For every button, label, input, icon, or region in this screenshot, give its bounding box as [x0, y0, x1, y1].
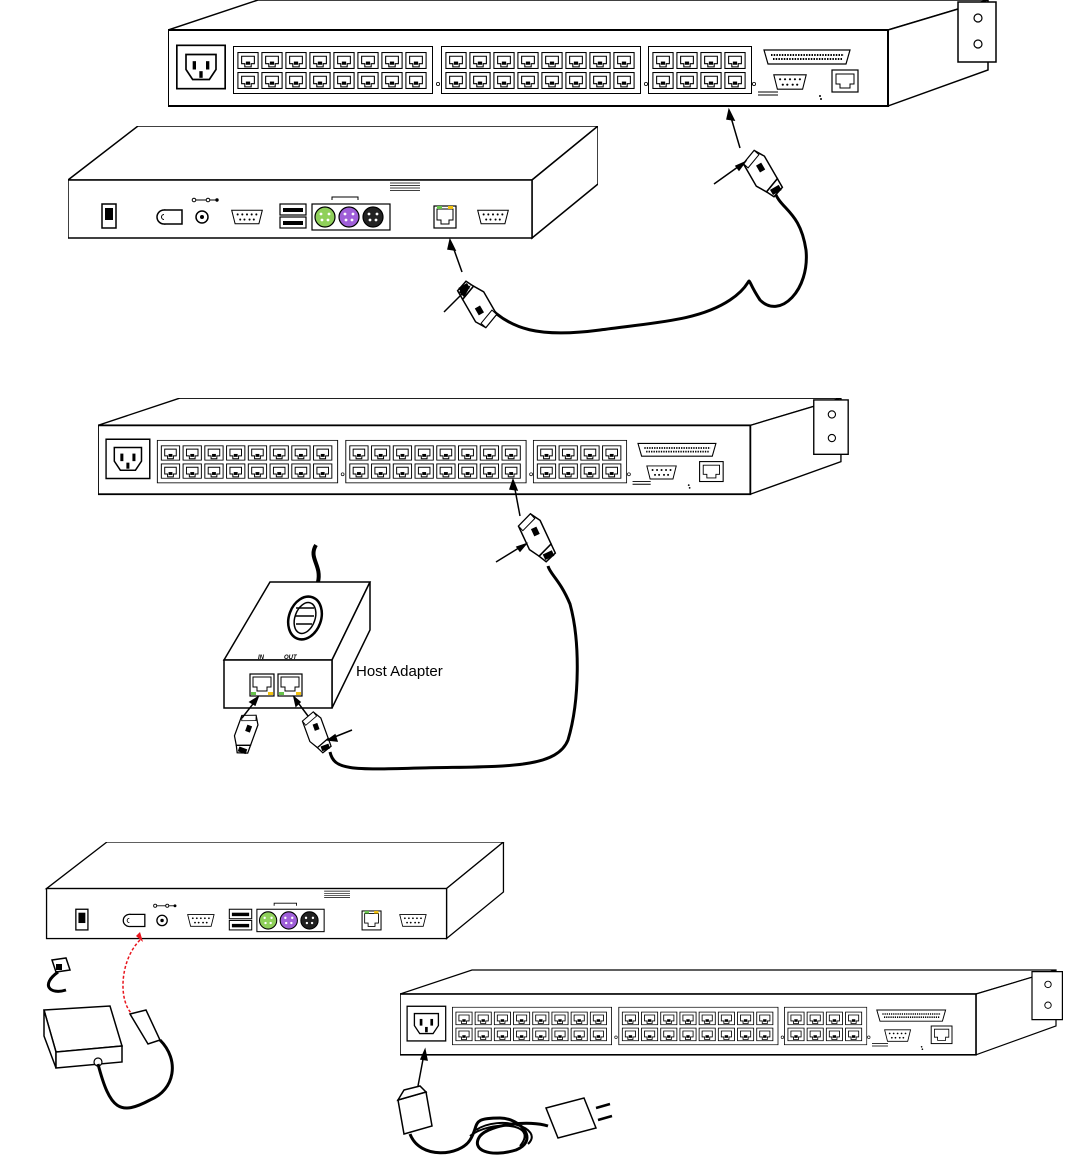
rj45-plug-adapter-in — [229, 711, 260, 756]
console-unit-top — [68, 126, 598, 238]
rj45-plug-adapter-out — [301, 710, 332, 755]
power-link-arrow — [123, 940, 140, 1014]
host-adapter-label: Host Adapter — [356, 663, 443, 680]
kvm-switch-bottom — [400, 970, 1062, 1055]
host-adapter: IN OUT — [224, 545, 370, 708]
port-in-label: IN — [258, 655, 265, 661]
kvm-switch-top — [168, 0, 996, 106]
rj45-plug-console-end — [456, 276, 500, 330]
console-unit-bottom — [47, 842, 504, 939]
ac-power-cord — [398, 1086, 612, 1153]
kvm-switch-middle — [98, 398, 848, 494]
panel-3-power-connections — [44, 842, 1062, 1153]
ac-adapter — [44, 958, 172, 1108]
port-out-label: OUT — [284, 655, 298, 661]
rj45-plug-switch-middle — [516, 511, 557, 566]
rj45-plug-switch-end — [740, 147, 784, 201]
panel-1-switch-to-console — [68, 0, 996, 333]
panel-2-switch-to-host-adapter: IN OUT Host Adapter — [98, 398, 848, 769]
